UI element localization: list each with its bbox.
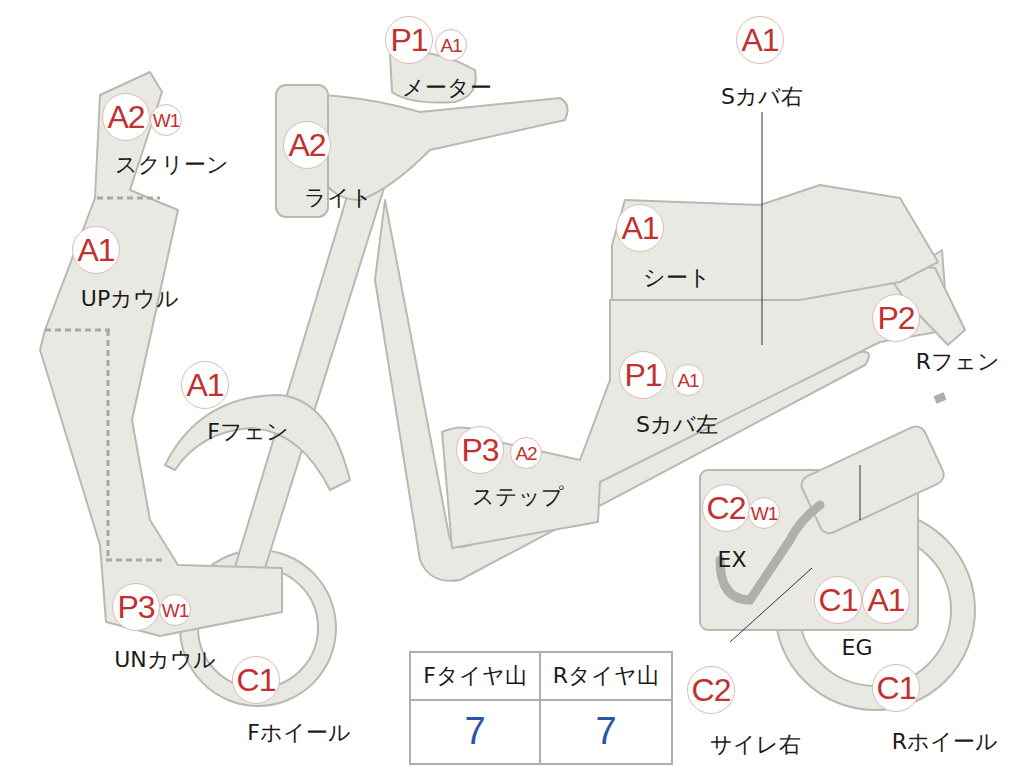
callout-circle: P1 — [619, 351, 667, 399]
table-header: Rタイヤ山 — [553, 664, 659, 688]
front-fender — [165, 395, 350, 490]
part-name: Sカバ右 — [721, 85, 803, 109]
callout-circle: A2 — [510, 437, 542, 469]
callout-circle: W1 — [159, 594, 191, 626]
part-name: Rホイール — [892, 730, 998, 754]
callout-code: A1 — [440, 36, 461, 55]
callout-code: P2 — [877, 302, 914, 334]
tire-table — [410, 652, 672, 764]
callout-circle: P2 — [872, 294, 920, 342]
callout-code: A1 — [677, 371, 698, 390]
table-rule — [539, 652, 541, 764]
callout-code: A1 — [186, 369, 223, 401]
front-cowl — [40, 72, 282, 636]
part-name: Sカバ左 — [636, 413, 718, 437]
table-value: 7 — [464, 711, 485, 753]
panel-divider — [45, 329, 110, 332]
callout-circle: A1 — [736, 16, 784, 64]
callout-code: C1 — [819, 584, 858, 616]
callout-circle: A1 — [616, 204, 664, 252]
part-name: Fフェン — [207, 420, 289, 444]
callout-circle: A1 — [862, 576, 910, 624]
callout-circle: P3 — [112, 583, 160, 631]
leader-line — [860, 465, 861, 520]
callout-circle: A2 — [283, 121, 331, 169]
callout-circle: P1 — [385, 16, 433, 64]
callout-code: A1 — [867, 584, 904, 616]
table-value: 7 — [595, 711, 616, 753]
callout-circle: C2 — [702, 484, 750, 532]
callout-code: P3 — [117, 591, 154, 623]
seat — [612, 185, 938, 300]
panel-divider — [106, 559, 165, 562]
muffler — [798, 423, 947, 536]
table-header: Fタイヤ山 — [423, 664, 527, 688]
part-name: サイレ右 — [710, 733, 801, 757]
callout-code: C1 — [877, 672, 916, 704]
part-name: メーター — [402, 76, 492, 100]
front-fork — [228, 170, 385, 600]
part-name: Fホイール — [247, 721, 351, 745]
callout-code: P1 — [390, 24, 427, 56]
callout-circle: A1 — [72, 226, 120, 274]
callout-code: A2 — [515, 444, 536, 463]
handlebar — [310, 95, 568, 200]
callout-circle: C1 — [814, 576, 862, 624]
callout-circle: C2 — [687, 666, 735, 714]
callout-code: C2 — [692, 674, 731, 706]
callout-code: A1 — [621, 212, 658, 244]
callout-circle: A2 — [102, 93, 150, 141]
part-name: UPカウル — [81, 287, 179, 311]
callout-code: A1 — [77, 234, 114, 266]
callout-circle: A1 — [435, 29, 467, 61]
callout-code: P3 — [461, 434, 498, 466]
callout-code: W1 — [162, 601, 189, 620]
leader-line — [730, 568, 812, 642]
callout-circle: C1 — [872, 664, 920, 712]
callout-circle: P3 — [456, 426, 504, 474]
part-name: ステップ — [472, 485, 564, 509]
part-name: EG — [842, 636, 873, 660]
part-name: シート — [643, 266, 711, 290]
leader-line — [762, 112, 763, 345]
part-name: UNカウル — [114, 648, 216, 672]
callout-circle: A1 — [672, 364, 704, 396]
callout-code: C2 — [707, 492, 746, 524]
callout-circle: W1 — [150, 104, 182, 136]
callout-code: A1 — [741, 24, 778, 56]
muffler-tip — [935, 396, 945, 400]
part-name: ライト — [304, 186, 373, 210]
callout-code: C1 — [237, 664, 276, 696]
callout-code: W1 — [153, 111, 180, 130]
callout-circle: A1 — [181, 361, 229, 409]
part-name: スクリーン — [115, 153, 229, 177]
callout-circle: W1 — [748, 497, 780, 529]
callout-code: W1 — [751, 504, 778, 523]
part-name: EX — [718, 548, 747, 572]
panel-divider — [107, 330, 110, 560]
callout-circle: C1 — [232, 656, 280, 704]
callout-code: P1 — [624, 359, 661, 391]
panel-divider — [97, 197, 160, 200]
part-name: Rフェン — [916, 350, 1000, 374]
callout-code: A2 — [288, 129, 325, 161]
callout-code: A2 — [107, 101, 144, 133]
